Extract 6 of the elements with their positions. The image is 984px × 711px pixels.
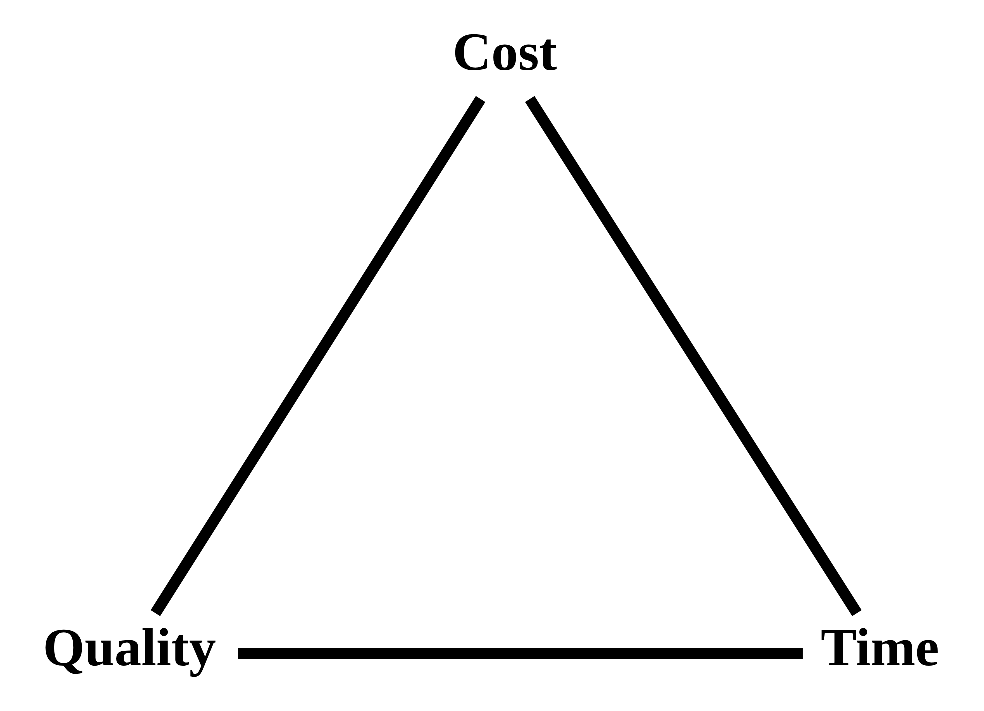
node-text: Cost [452,21,557,82]
connector [150,96,486,616]
node-text: Time [820,616,939,677]
connector [524,96,862,616]
connector [238,648,802,659]
node-text: Quality [42,616,216,677]
